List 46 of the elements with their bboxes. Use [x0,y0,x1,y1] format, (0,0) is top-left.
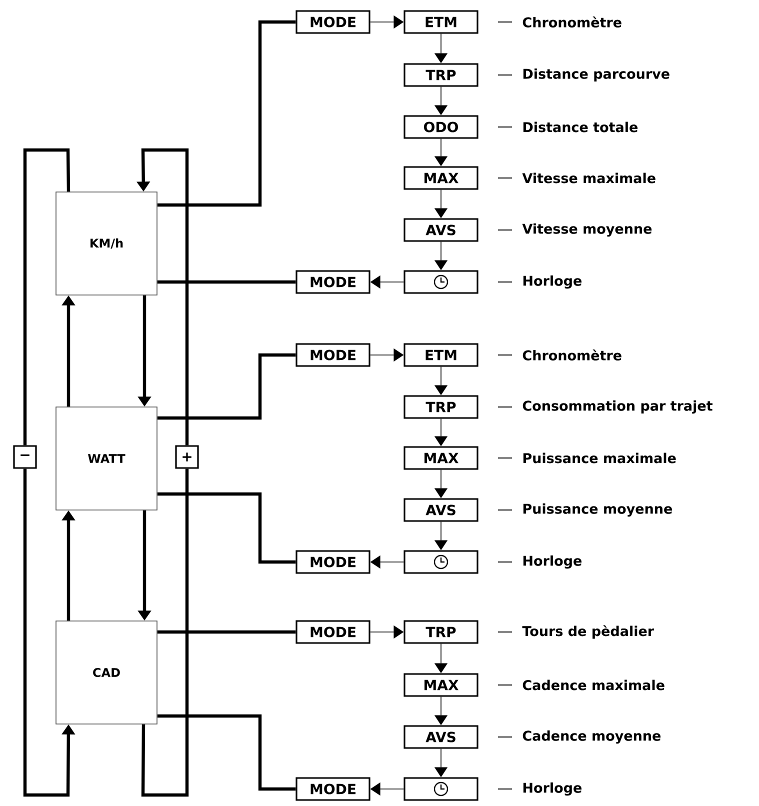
button-box: MODE [296,620,370,644]
button-box: MODE [296,270,370,294]
display-box: ETM [404,343,478,367]
description-text: Tours de pèdalier [522,625,654,639]
button-box: + [175,445,199,469]
description-text: Distance parcourve [523,68,670,82]
description-text: Puissance moyenne [523,503,672,517]
connector-line [158,492,296,564]
display-box: ETM [404,10,478,34]
description-text: Horloge [523,782,582,796]
mode-box: CAD [56,620,158,724]
button-box: MODE [296,343,370,367]
mode-box: WATT [56,406,158,510]
description-text: Puissance maximale [523,452,676,464]
description-text: Chronomètre [522,16,622,28]
display-box: TRP [404,620,478,644]
display-box: AVS [404,498,478,522]
button-box: MODE [296,10,370,34]
description-text: Chronomètre [522,350,622,360]
connector-line [158,714,296,791]
mode-box: KM/h [56,192,158,296]
connector-line [157,280,296,284]
display-box: MAX [404,673,478,697]
connector-line [158,20,296,207]
button-box: − [13,445,37,469]
description-text: Cadence maximale [522,680,664,690]
display-box: MAX [404,166,478,190]
description-text: Horloge [523,275,582,289]
description-text: Horloge [523,555,582,569]
connector-line [158,353,296,420]
display-box: AVS [404,725,478,749]
connector-line [141,468,189,797]
button-box: MODE [296,777,370,801]
display-box: TRP [404,395,478,419]
description-text: Vitesse moyenne [522,223,652,237]
description-text: Distance totale [523,122,638,132]
description-text: Cadence moyenne [522,730,661,744]
description-text: Consommation par trajet [522,400,712,414]
display-box: TRP [404,63,478,87]
connector-line [157,630,296,634]
connector-line [23,148,70,446]
display-box: MAX [404,446,478,470]
display-box: ODO [404,115,478,139]
display-box: AVS [404,218,478,242]
description-text: Vitesse maximale [522,172,656,184]
button-box: MODE [296,550,370,574]
